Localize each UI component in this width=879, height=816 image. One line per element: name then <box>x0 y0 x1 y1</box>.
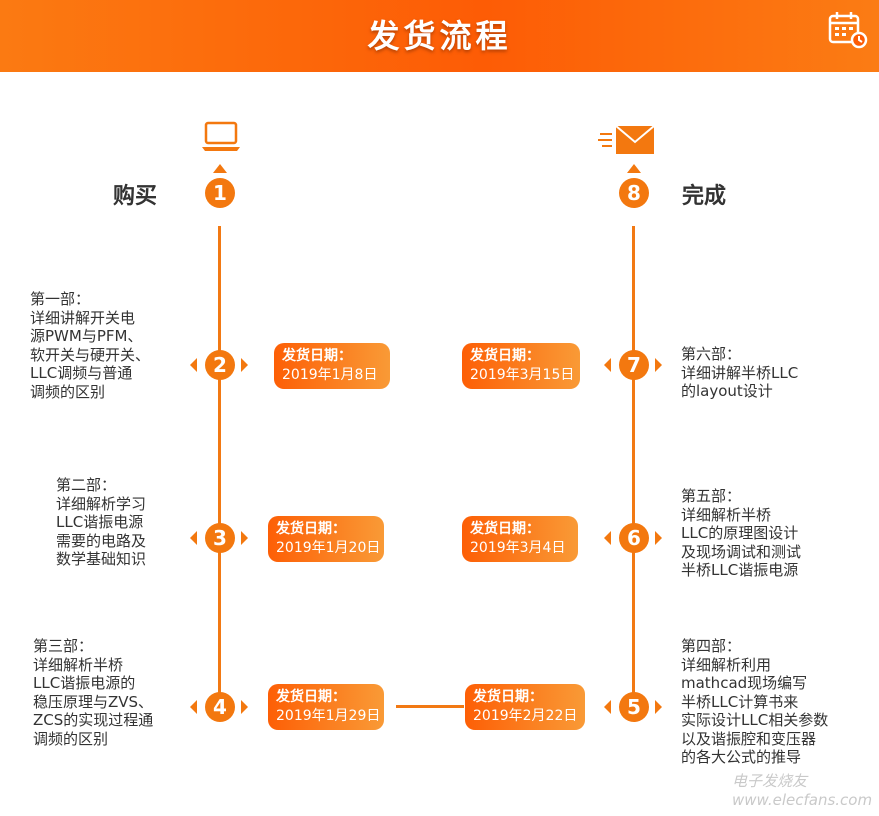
calendar-icon <box>828 12 868 49</box>
ship-date-label: 发货日期： <box>276 689 346 705</box>
watermark: 电子发烧友 www.elecfans.com <box>732 772 873 809</box>
arrow-left-icon <box>604 531 611 545</box>
ship-date-badge: 发货日期： 2019年3月4日 <box>462 516 578 562</box>
ship-date-label: 发货日期： <box>282 348 352 364</box>
ship-date-badge: 发货日期： 2019年1月8日 <box>274 343 390 389</box>
step-node-3: 3 <box>205 523 235 553</box>
part-description-6: 第六部： 详细讲解半桥LLC 的layout设计 <box>681 345 799 400</box>
arrow-up-icon <box>213 164 227 173</box>
arrow-right-icon <box>241 531 248 545</box>
ship-date-badge: 发货日期： 2019年2月22日 <box>465 684 585 730</box>
step-node-1: 1 <box>205 178 235 208</box>
arrow-up-icon <box>627 164 641 173</box>
ship-date-badge: 发货日期： 2019年3月15日 <box>462 343 580 389</box>
ship-date: 2019年2月22日 <box>473 708 578 724</box>
part-description-3: 第三部： 详细解析半桥 LLC谐振电源的 稳压原理与ZVS、 ZCS的实现过程通… <box>33 637 154 748</box>
ship-date-label: 发货日期： <box>473 689 543 705</box>
step-node-8: 8 <box>619 178 649 208</box>
right-timeline-line <box>632 226 635 706</box>
left-timeline-line <box>218 226 221 706</box>
part-description-1: 第一部： 详细讲解开关电 源PWM与PFM、 软开关与硬开关、 LLC调频与普通… <box>30 290 151 401</box>
end-label: 完成 <box>682 184 727 209</box>
step-node-5: 5 <box>619 692 649 722</box>
ship-date-label: 发货日期： <box>470 521 540 537</box>
arrow-left-icon <box>604 358 611 372</box>
arrow-left-icon <box>190 531 197 545</box>
step-node-2: 2 <box>205 350 235 380</box>
part-description-2: 第二部： 详细解析学习 LLC谐振电源 需要的电路及 数学基础知识 <box>56 476 147 568</box>
arrow-left-icon <box>190 358 197 372</box>
ship-date: 2019年1月29日 <box>276 708 381 724</box>
step-node-7: 7 <box>619 350 649 380</box>
arrow-right-icon <box>655 700 662 714</box>
ship-date: 2019年3月4日 <box>470 540 566 556</box>
header-banner <box>0 0 879 72</box>
step-node-4: 4 <box>205 692 235 722</box>
laptop-icon <box>202 121 240 151</box>
arrow-right-icon <box>241 358 248 372</box>
start-label: 购买 <box>113 184 158 209</box>
arrow-left-icon <box>190 700 197 714</box>
page-title: 发货流程 <box>367 17 512 55</box>
arrow-left-icon <box>604 700 611 714</box>
envelope-icon <box>598 125 655 154</box>
ship-date: 2019年1月20日 <box>276 540 381 556</box>
ship-date-badge: 发货日期： 2019年1月29日 <box>268 684 384 730</box>
step-node-6: 6 <box>619 523 649 553</box>
ship-date: 2019年3月15日 <box>470 367 575 383</box>
arrow-right-icon <box>655 358 662 372</box>
arrow-right-icon <box>655 531 662 545</box>
bottom-connector-line <box>396 705 464 708</box>
ship-date-label: 发货日期： <box>470 348 540 364</box>
ship-date-label: 发货日期： <box>276 521 346 537</box>
ship-date-badge: 发货日期： 2019年1月20日 <box>268 516 384 562</box>
part-description-4: 第四部： 详细解析利用 mathcad现场编写 半桥LLC计算书来 实际设计LL… <box>681 637 829 766</box>
arrow-right-icon <box>241 700 248 714</box>
part-description-5: 第五部： 详细解析半桥 LLC的原理图设计 及现场调试和测试 半桥LLC谐振电源 <box>681 487 802 579</box>
ship-date: 2019年1月8日 <box>282 367 378 383</box>
